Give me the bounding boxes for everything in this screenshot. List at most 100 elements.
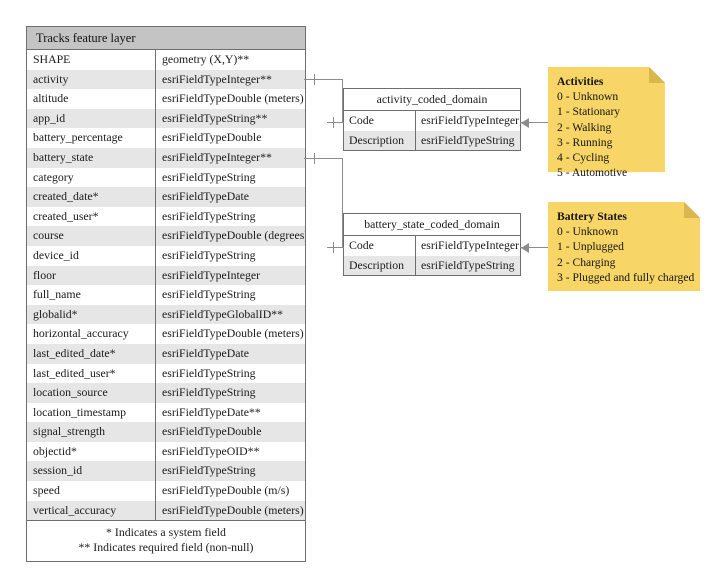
- connector-activity-enter: [327, 122, 344, 123]
- field-type-cell: esriFieldTypeDate**: [162, 404, 261, 419]
- field-name-cell: activity: [27, 69, 156, 90]
- connector-activity-drop: [342, 79, 343, 123]
- field-name-cell: location_source: [27, 383, 156, 403]
- note-line: 0 - Unknown: [557, 225, 619, 239]
- domain-row-key: Description: [344, 255, 416, 276]
- domain-title: battery_state_coded_domain: [344, 214, 520, 236]
- table-row: last_edited_user*esriFieldTypeString: [27, 363, 305, 384]
- field-name-cell: full_name: [27, 285, 156, 305]
- field-type-cell: esriFieldTypeDouble: [162, 130, 262, 145]
- footnote-system-field: * Indicates a system field: [106, 525, 226, 540]
- field-name-cell: battery_state: [27, 147, 156, 168]
- note-line: 1 - Unplugged: [557, 240, 624, 254]
- field-type-cell: esriFieldTypeDouble (meters): [162, 91, 304, 106]
- table-row: battery_state esriFieldTypeInteger**: [27, 147, 305, 168]
- field-name-cell: app_id: [27, 108, 156, 129]
- arrowhead-battery-note: [521, 243, 529, 253]
- table-row: location_timestamp esriFieldTypeDate**: [27, 402, 305, 423]
- note-title: Activities: [557, 75, 604, 88]
- field-name-cell: signal_strength: [27, 422, 156, 442]
- domain-title: activity_coded_domain: [344, 89, 520, 111]
- note-line: 0 - Unknown: [557, 90, 619, 104]
- field-name-cell: created_user*: [27, 206, 156, 227]
- connector-battery-tick-b: [333, 242, 334, 253]
- field-name-cell: globalid*: [27, 304, 156, 325]
- table-row: objectid* esriFieldTypeOID**: [27, 441, 305, 462]
- field-name-cell: battery_percentage: [27, 128, 156, 148]
- table-row: vertical_accuracy esriFieldTypeDouble (me…: [27, 500, 305, 521]
- table-row: globalid*esriFieldTypeGlobalID**: [27, 304, 305, 325]
- field-type-cell: esriFieldTypeDate: [162, 189, 249, 204]
- tracks-feature-layer-table: Tracks feature layer SHAPE geometry (X,Y)…: [26, 26, 306, 563]
- field-type-cell: esriFieldTypeInteger**: [162, 149, 272, 164]
- table-row: created_user* esriFieldTypeString: [27, 206, 305, 227]
- field-type-cell: geometry (X,Y)**: [162, 52, 250, 66]
- field-type-cell: esriFieldTypeOID**: [162, 443, 260, 458]
- connector-battery-drop: [342, 158, 343, 248]
- connector-battery-enter: [327, 247, 344, 248]
- table-row: speed esriFieldTypeDouble (m/s): [27, 481, 305, 501]
- table-row: signal_strength esriFieldTypeDouble: [27, 422, 305, 442]
- connector-battery-stub: [304, 158, 342, 159]
- connector-battery-tick-a: [314, 153, 315, 164]
- domain-row-key: Code: [344, 236, 416, 256]
- connector-battery-note-line: [520, 247, 549, 248]
- field-name-cell: last_edited_user*: [27, 363, 156, 384]
- domain-row-key: Code: [344, 111, 416, 131]
- note-line: 2 - Charging: [557, 255, 616, 269]
- note-fold-corner-icon: [684, 202, 700, 218]
- field-type-cell: esriFieldTypeString: [162, 208, 256, 223]
- field-name-cell: created_date*: [27, 187, 156, 207]
- field-type-cell: esriFieldTypeInteger: [162, 267, 261, 282]
- table-row: full_name esriFieldTypeString: [27, 285, 305, 305]
- note-line: 5 - Automotive: [557, 166, 628, 180]
- note-title: Battery States: [557, 210, 627, 223]
- field-type-cell: esriFieldTypeString: [162, 169, 256, 184]
- table-row: battery_percentage esriFieldTypeDouble: [27, 128, 305, 148]
- note-line: 3 - Plugged and fully charged: [557, 270, 695, 284]
- domain-row-key: Description: [344, 130, 416, 151]
- field-type-cell: esriFieldTypeDate: [162, 345, 249, 360]
- battery-state-coded-domain-box: battery_state_coded_domain Code esriFiel…: [343, 213, 521, 277]
- field-name-cell: course: [27, 226, 156, 246]
- domain-row-value: esriFieldTypeString: [421, 132, 515, 147]
- field-type-cell: esriFieldTypeDouble (meters): [162, 502, 304, 517]
- note-line: 2 - Walking: [557, 120, 612, 134]
- domain-row-value: esriFieldTypeString: [421, 257, 515, 272]
- field-name-cell: SHAPE: [27, 50, 156, 70]
- field-name-cell: objectid*: [27, 441, 156, 462]
- field-type-cell: esriFieldTypeDouble (meters): [162, 326, 304, 341]
- field-type-cell: esriFieldTypeDouble: [162, 424, 262, 439]
- arrowhead-activities-note: [521, 118, 529, 128]
- activities-note: Activities 0 - Unknown 1 - Stationary 2 …: [548, 67, 665, 179]
- battery-states-note: Battery States 0 - Unknown 1 - Unplugged…: [548, 202, 700, 291]
- field-name-cell: device_id: [27, 245, 156, 266]
- connector-activities-note-line: [520, 122, 549, 123]
- field-type-cell: esriFieldTypeString: [162, 287, 256, 302]
- field-type-cell: esriFieldTypeDouble (m/s): [162, 483, 290, 498]
- field-type-cell: esriFieldTypeString: [162, 385, 256, 400]
- connector-activity-tick-a: [314, 74, 315, 85]
- field-name-cell: speed: [27, 481, 156, 501]
- connector-activity-stub: [304, 79, 342, 80]
- table-footnotes: * Indicates a system field ** Indicates …: [27, 520, 305, 562]
- domain-row: Description esriFieldTypeString: [344, 255, 520, 276]
- table-title: Tracks feature layer: [27, 27, 305, 50]
- table-row: location_source esriFieldTypeString: [27, 383, 305, 403]
- field-name-cell: location_timestamp: [27, 402, 156, 423]
- note-line: 4 - Cycling: [557, 151, 610, 165]
- domain-row-value: esriFieldTypeInteger: [421, 113, 520, 127]
- note-line: 3 - Running: [557, 135, 613, 149]
- field-name-cell: session_id: [27, 461, 156, 482]
- field-name-cell: altitude: [27, 89, 156, 109]
- field-type-cell: esriFieldTypeDouble (degrees): [162, 228, 305, 243]
- note-line: 1 - Stationary: [557, 105, 621, 119]
- field-name-cell: vertical_accuracy: [27, 500, 156, 521]
- note-fold-corner-icon: [649, 67, 665, 83]
